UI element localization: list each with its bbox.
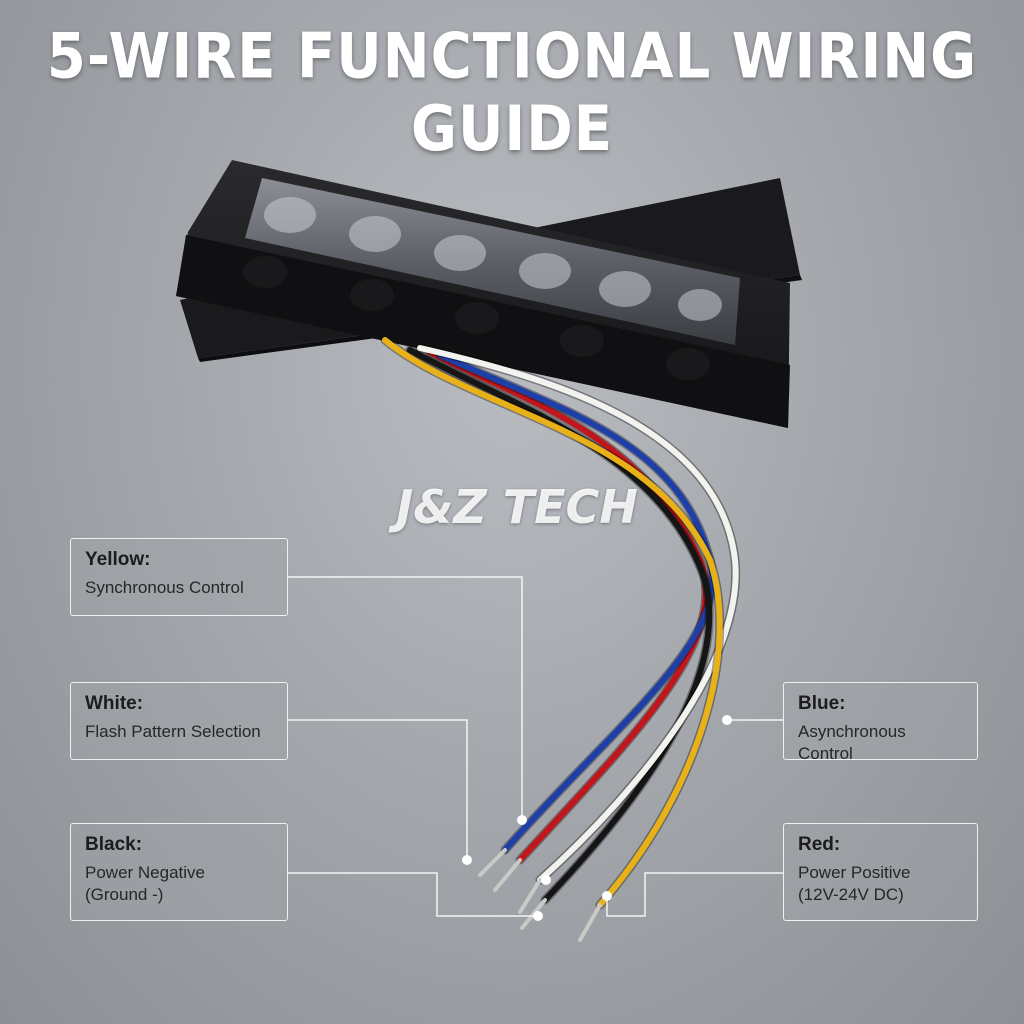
leader-line xyxy=(288,576,523,820)
wire-color-label: White: xyxy=(85,693,144,714)
wire-bundle xyxy=(380,335,741,942)
stripped-wire-tip xyxy=(478,848,507,877)
led-reflectors xyxy=(264,197,722,321)
wire-color-label: Yellow: xyxy=(85,549,151,570)
wire-color-label: Black: xyxy=(85,834,143,855)
callout-white: White: Flash Pattern Selection xyxy=(70,682,288,760)
stripped-wire-tip xyxy=(518,878,542,914)
wire-white xyxy=(417,345,739,883)
wire-color-label: Red: xyxy=(798,834,841,855)
callout-red: Red: Power Positive (12V-24V DC) xyxy=(783,823,978,921)
leader-dot xyxy=(722,715,732,725)
leader-dot xyxy=(533,911,543,921)
page-title: 5-WIRE FUNCTIONAL WIRING GUIDE xyxy=(46,20,978,166)
stripped-wire-tip xyxy=(578,903,602,942)
callout-blue: Blue: Asynchronous Control xyxy=(783,682,978,763)
callout-yellow: Yellow: Synchronous Control xyxy=(70,538,288,616)
wire-yellow xyxy=(382,337,723,908)
leader-dot xyxy=(541,875,551,885)
wire-function-label: Power Positive (12V-24V DC) xyxy=(798,863,911,904)
leader-dot xyxy=(517,815,527,825)
wire-function-label: Asynchronous Control xyxy=(798,722,906,763)
leader-dot xyxy=(602,891,612,901)
leader-dots xyxy=(462,715,732,921)
leader-dot xyxy=(462,855,472,865)
wire-function-label: Power Negative (Ground -) xyxy=(85,863,206,904)
callout-black: Black: Power Negative (Ground -) xyxy=(70,823,288,921)
wire-black xyxy=(407,347,713,903)
brand-watermark: J&Z TECH xyxy=(396,480,638,534)
leader-line xyxy=(288,719,468,860)
leader-lines xyxy=(288,576,783,917)
wire-color-label: Blue: xyxy=(798,693,846,714)
stripped-wire-tip xyxy=(493,858,522,892)
housing-bumps xyxy=(243,256,710,380)
wire-function-label: Flash Pattern Selection xyxy=(85,722,261,741)
leader-line xyxy=(606,872,783,917)
leader-line xyxy=(288,872,538,917)
wire-function-label: Synchronous Control xyxy=(85,578,244,597)
